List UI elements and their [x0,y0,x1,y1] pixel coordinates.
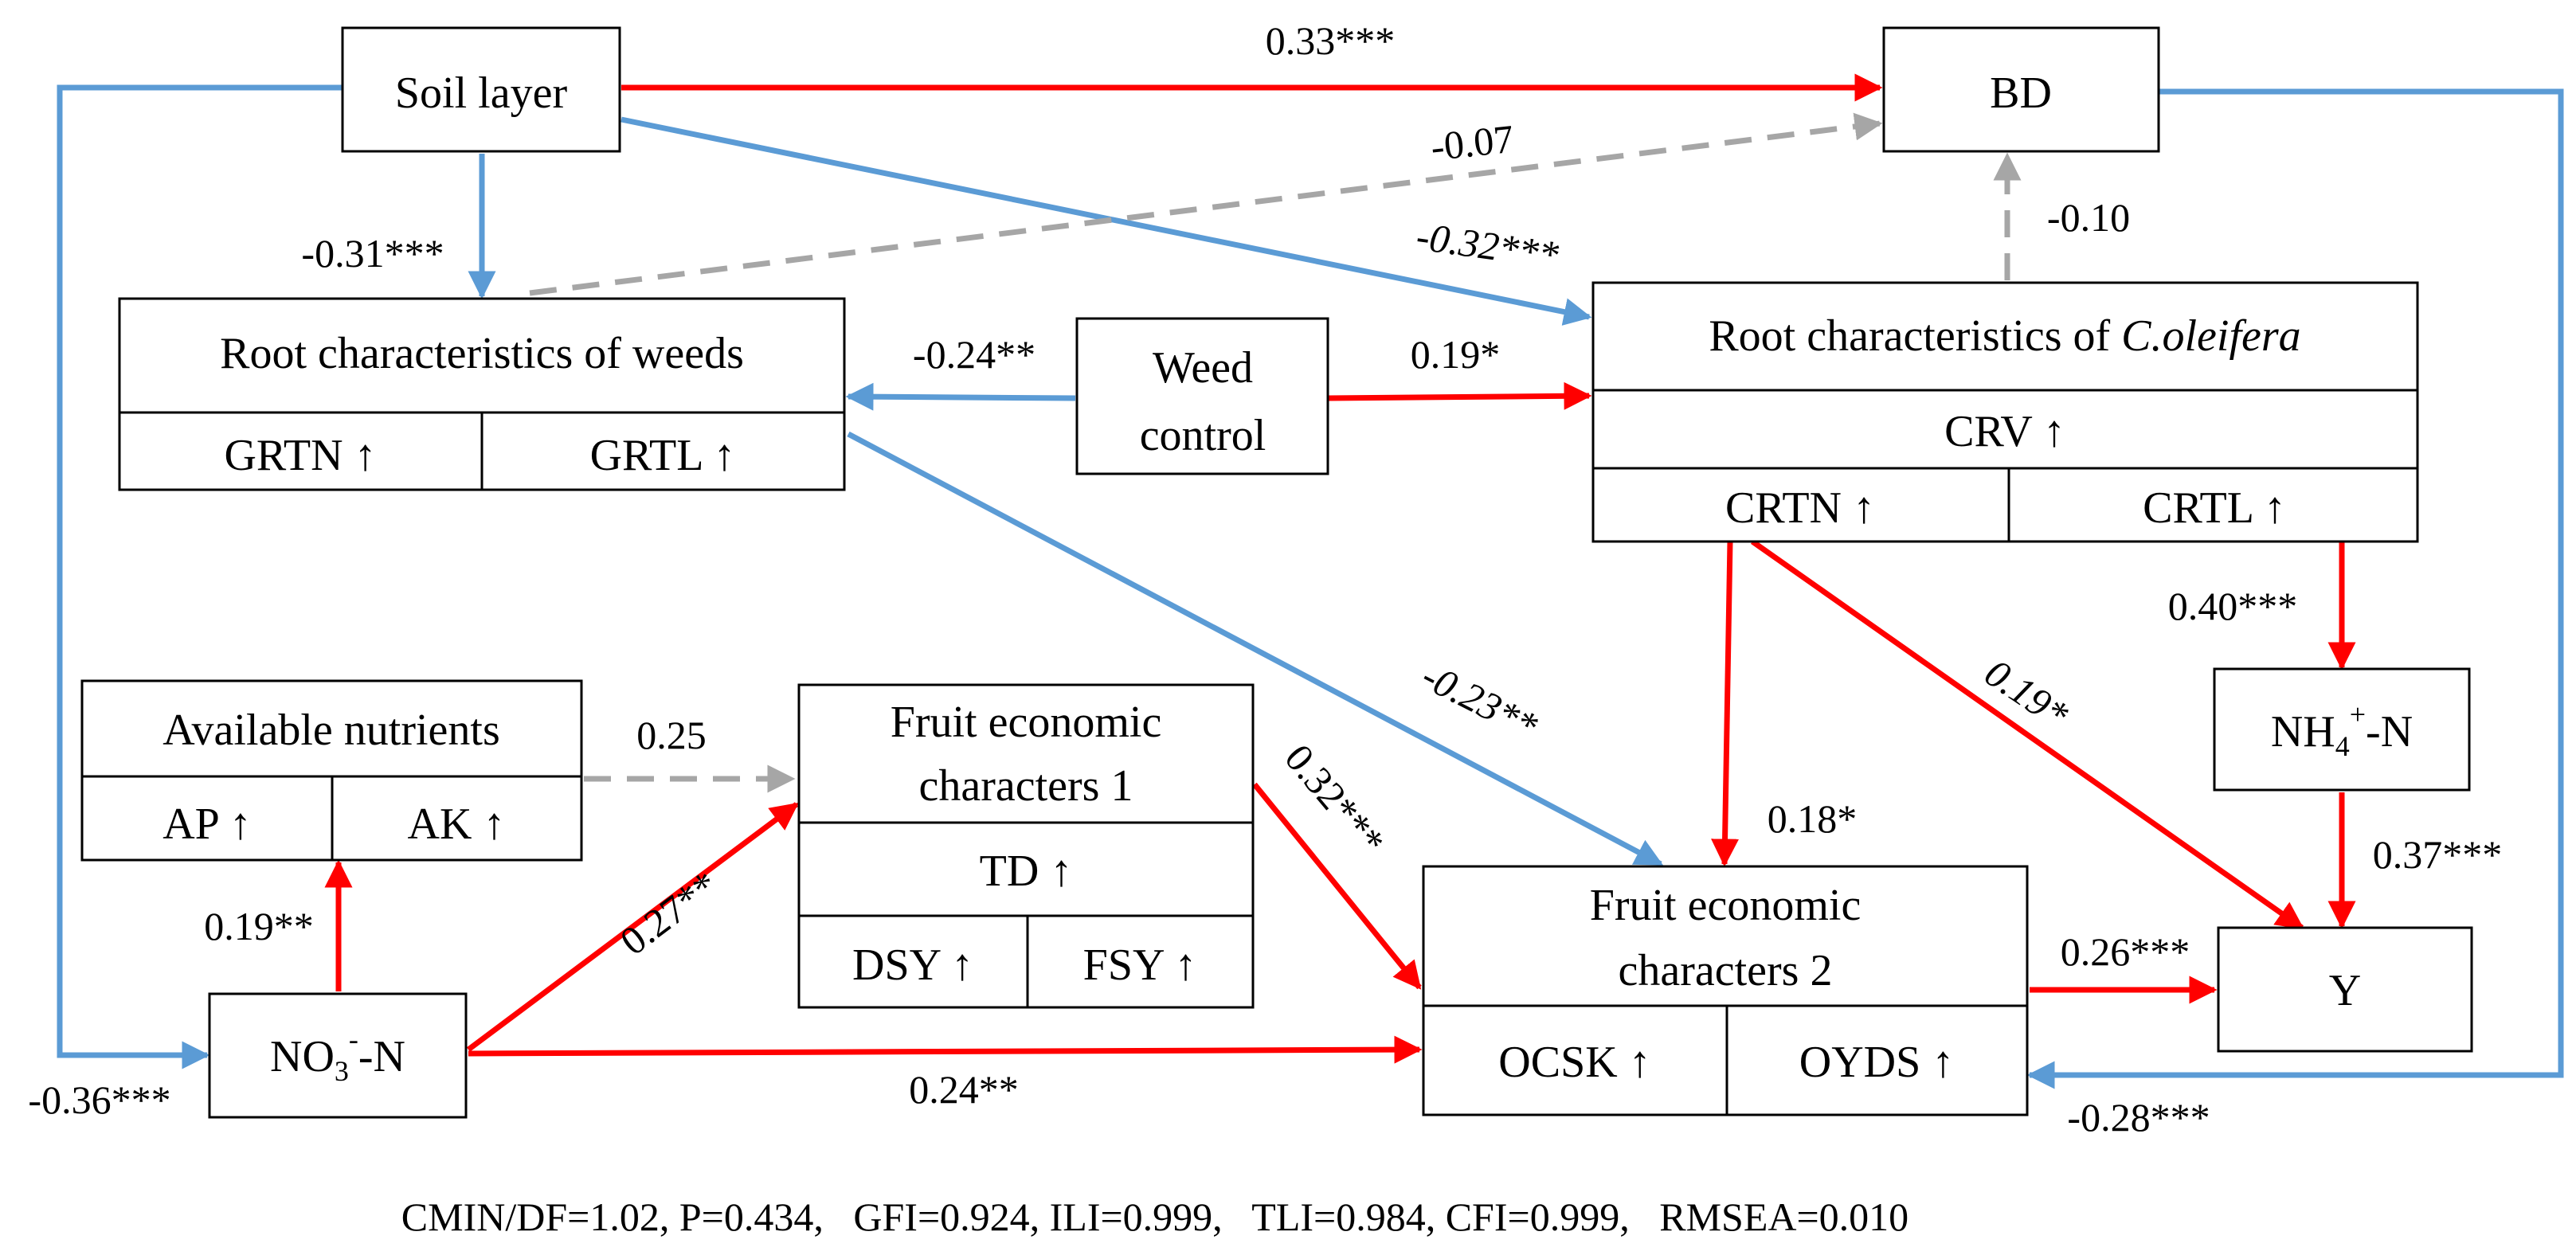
soil-layer-label: Soil layer [395,68,568,118]
node-fruit-characters-1: Fruit economic characters 1 TD ↑ DSY ↑ F… [797,683,1255,1009]
coef-crtn-y: 0.19* [1977,650,2077,737]
oyds-label: OYDS ↑ [1799,1038,1954,1087]
fruit2-line2: characters 2 [1619,946,1833,995]
bd-label: BD [1990,68,2052,118]
path-coefficients: 0.33*** -0.07 -0.31*** -0.32*** -0.10 -0… [28,18,2502,1140]
weed-control-line1: Weed [1153,343,1253,393]
coef-weedcontrol-oleifera: 0.19* [1411,332,1501,377]
y-label: Y [2329,966,2361,1015]
fsy-label: FSY ↑ [1083,940,1197,990]
coef-weeds-fruit2: -0.23** [1415,653,1544,749]
grtl-label: GRTL ↑ [590,431,736,480]
no3-suffix: -N [358,1032,405,1081]
no3-sub: 3 [335,1055,349,1087]
arrow-bd-to-fruit2 [2026,88,2564,1089]
dsy-label: DSY ↑ [852,940,973,990]
coef-no3-fruit1: 0.27** [612,862,726,964]
oleifera-title-italic: C.oleifera [2121,311,2301,361]
coef-weeds-bd: -0.07 [1429,116,1516,170]
coef-soil-weeds: -0.31*** [301,231,444,276]
oleifera-roots-title: Root characteristics of C.oleifera [1709,311,2300,361]
ak-label: AK ↑ [408,800,506,849]
coef-soil-no3: -0.36*** [28,1077,170,1122]
coef-nutrients-fruit1: 0.25 [636,713,707,757]
node-oleifera-roots: Root characteristics of C.oleifera CRV ↑… [1591,281,2419,543]
crtl-label: CRTL ↑ [2143,483,2286,533]
crv-label: CRV ↑ [1944,407,2065,456]
no3-sup: - [349,1023,358,1055]
nh4-prefix: NH [2271,707,2335,757]
node-fruit-characters-2: Fruit economic characters 2 OCSK ↑ OYDS … [1422,865,2029,1116]
weed-roots-title: Root characteristics of weeds [220,329,744,378]
coef-weedcontrol-weeds: -0.24** [913,332,1035,377]
coef-crtn-fruit2: 0.18* [1768,796,1858,841]
coef-bd-fruit2: -0.28*** [2067,1095,2210,1140]
td-label: TD ↑ [980,847,1073,896]
coef-nh4-y: 0.37*** [2373,832,2503,877]
node-no3: NO3--N [208,992,468,1119]
node-nh4: NH4+-N [2213,667,2471,792]
arrow-fruit1-to-fruit2 [1252,782,1422,990]
arrow-weeds-to-fruit2 [847,431,1664,867]
coef-fruit1-fruit2: 0.32*** [1276,736,1393,863]
arrow-weedcontrol-to-weeds [845,382,1076,411]
coef-oleifera-bd: -0.10 [2047,195,2130,240]
nh4-suffix: -N [2366,707,2413,757]
coef-soil-oleifera: -0.32*** [1414,213,1561,277]
ap-label: AP ↑ [162,800,252,849]
node-weed-control: Weed control [1075,317,1329,475]
arrow-crtn-to-y [1750,539,2304,930]
coef-no3-fruit2: 0.24** [909,1067,1019,1112]
nh4-sub: 4 [2335,730,2350,762]
node-weed-roots: Root characteristics of weeds GRTN ↑ GRT… [118,297,846,491]
coef-crtl-nh4: 0.40*** [2168,584,2298,628]
coef-soil-bd: 0.33*** [1266,18,1396,63]
coef-no3-nutrients: 0.19** [204,904,314,948]
nh4-sup: + [2350,698,2366,730]
no3-label: NO3--N [270,1023,405,1087]
arrows [57,73,2564,1089]
arrow-no3-to-fruit2 [468,1035,1423,1064]
available-nutrients-title: Available nutrients [162,706,500,755]
fruit1-line1: Fruit economic [891,698,1162,747]
fruit2-line1: Fruit economic [1590,881,1862,930]
arrow-weedcontrol-to-oleifera [1328,381,1592,410]
arrow-soil-to-no3 [57,84,343,1069]
ocsk-label: OCSK ↑ [1498,1038,1650,1087]
arrow-no3-to-fruit1 [466,802,799,1052]
arrow-weeds-to-bd [529,112,1883,296]
weed-control-line2: control [1140,411,1266,460]
no3-prefix: NO [270,1032,335,1081]
grtn-label: GRTN ↑ [224,431,376,480]
crtn-label: CRTN ↑ [1725,483,1875,533]
node-y: Y [2217,926,2473,1053]
node-bd: BD [1882,26,2160,153]
coef-fruit2-y: 0.26*** [2061,929,2190,974]
node-soil-layer: Soil layer [341,26,621,153]
model-fit-indices: CMIN/DF=1.02, P=0.434, GFI=0.924, ILI=0.… [401,1194,1909,1239]
arrow-crtn-to-fruit2 [1711,541,1740,867]
node-available-nutrients: Available nutrients AP ↑ AK ↑ [80,679,583,862]
fruit1-line2: characters 1 [919,761,1133,811]
nh4-label: NH4+-N [2271,698,2413,762]
oleifera-title-prefix: Root characteristics of [1709,311,2121,361]
